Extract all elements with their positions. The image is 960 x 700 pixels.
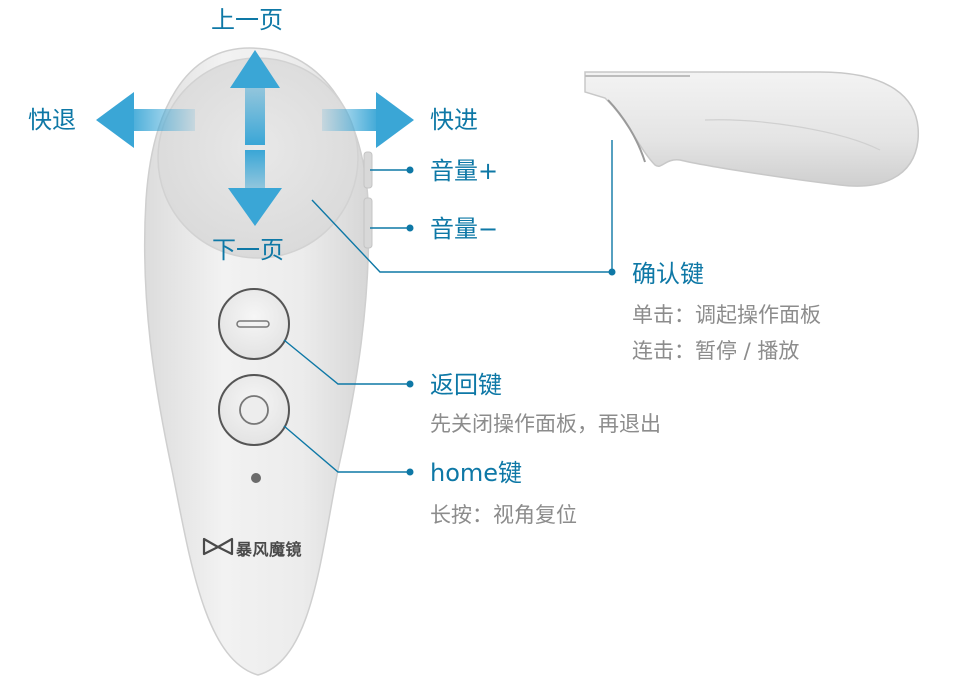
leader-dots bbox=[406, 166, 616, 476]
label-home-key: home键 bbox=[430, 459, 523, 487]
back-button[interactable] bbox=[218, 288, 290, 360]
label-volume-down: 音量− bbox=[430, 215, 499, 243]
arrow-right-icon bbox=[322, 92, 414, 148]
label-back-key: 返回键 bbox=[430, 371, 502, 399]
leader-confirm bbox=[311, 199, 612, 273]
remote-side-view bbox=[584, 71, 919, 187]
back-key-desc: 先关闭操作面板，再退出 bbox=[430, 412, 661, 436]
label-volume-up: 音量+ bbox=[430, 157, 499, 185]
home-button-ring bbox=[239, 395, 269, 425]
label-page-down: 下一页 bbox=[212, 236, 284, 264]
arrow-left-icon bbox=[96, 92, 195, 148]
volume-down-key[interactable] bbox=[363, 197, 373, 249]
status-led bbox=[251, 473, 261, 483]
confirm-double-press-desc: 连击：暂停 / 播放 bbox=[632, 339, 800, 363]
arrow-up-icon bbox=[230, 50, 280, 145]
mask-logo-icon bbox=[202, 537, 234, 556]
label-rewind: 快退 bbox=[28, 106, 76, 134]
back-button-mark bbox=[236, 320, 270, 328]
leader-lines bbox=[283, 140, 613, 473]
label-confirm-key: 确认键 bbox=[632, 260, 704, 288]
brand-name: 暴风魔镜 bbox=[236, 540, 303, 559]
confirm-single-press-desc: 单击：调起操作面板 bbox=[632, 303, 821, 327]
label-fast-forward: 快进 bbox=[430, 106, 478, 134]
label-page-up: 上一页 bbox=[211, 6, 283, 34]
leader-back bbox=[283, 339, 410, 385]
direction-arrows bbox=[96, 50, 414, 226]
leader-home bbox=[283, 425, 410, 473]
home-key-desc: 长按：视角复位 bbox=[430, 503, 577, 527]
arrow-down-icon bbox=[228, 150, 282, 226]
